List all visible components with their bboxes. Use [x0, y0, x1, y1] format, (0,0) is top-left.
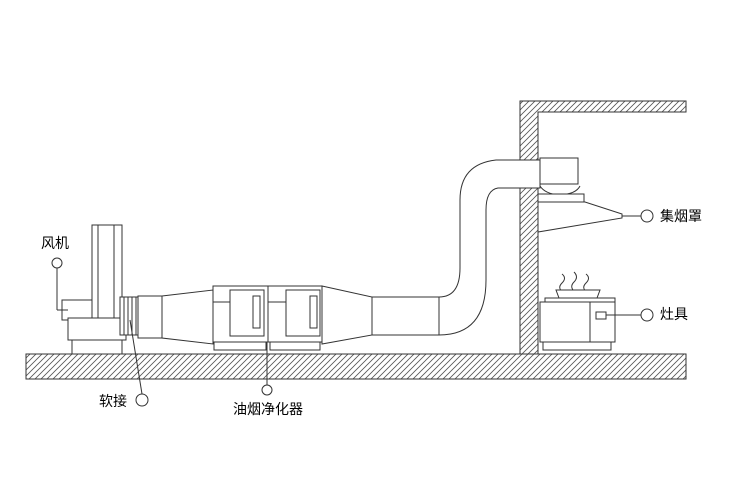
inlet-duct: [137, 289, 214, 345]
riser-duct: [438, 159, 541, 336]
wall-ceiling: [519, 100, 687, 355]
callout-hood: [622, 209, 654, 223]
callout-fan: [51, 257, 68, 311]
fan: [61, 224, 127, 355]
label-flex-joint: 软接: [99, 394, 127, 410]
floor-slab: [25, 353, 687, 380]
hood: [537, 157, 623, 233]
callout-purifier: [261, 342, 273, 396]
label-fan: 风机: [41, 236, 69, 252]
flex-joint: [119, 296, 139, 336]
label-purifier: 油烟净化器: [233, 402, 303, 418]
outlet-duct: [321, 285, 440, 345]
stove: [539, 271, 616, 351]
callout-flex-joint: [129, 319, 149, 407]
oil-fume-purifier: [212, 285, 323, 351]
callout-stove: [606, 308, 654, 322]
label-hood: 集烟罩: [660, 209, 702, 225]
label-stove: 灶具: [660, 307, 688, 323]
